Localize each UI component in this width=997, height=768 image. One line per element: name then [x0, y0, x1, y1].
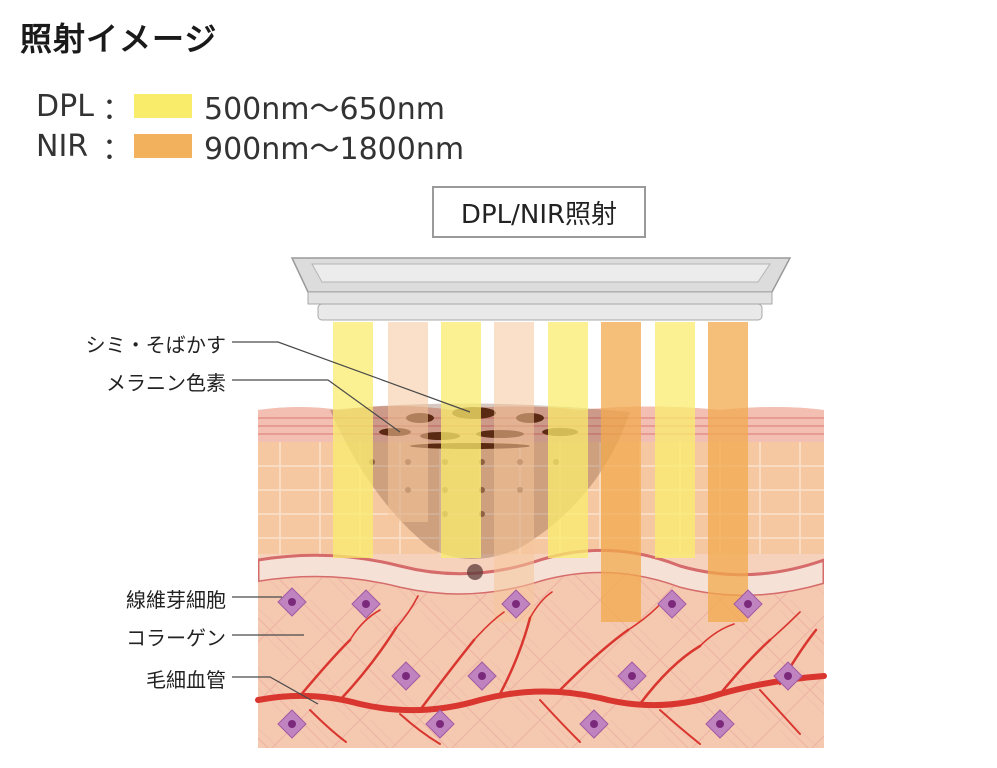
beam-dpl	[333, 322, 373, 558]
legend-swatch-dpl	[134, 94, 192, 118]
device-label: DPL/NIR照射	[432, 186, 646, 238]
beam-pale	[494, 322, 534, 622]
beam-nir	[708, 322, 748, 622]
leader-lines	[232, 341, 471, 705]
callout-spots: シミ・そばかす	[85, 333, 226, 357]
beam-pale	[388, 322, 428, 522]
callout-collagen: コラーゲン	[126, 626, 226, 650]
legend-swatch-nir	[134, 134, 192, 158]
callout-capillary: 毛細血管	[146, 668, 226, 692]
legend-range: 500nm〜650nm	[204, 92, 445, 127]
callout-melanin: メラニン色素	[106, 371, 226, 395]
callout-fibroblast: 線維芽細胞	[126, 588, 226, 612]
capillaries	[255, 591, 827, 745]
legend-colon: ：	[102, 132, 132, 167]
irradiation-device	[290, 257, 792, 321]
legend-item-dpl: DPL ： 500nm〜650nm	[36, 88, 445, 128]
legend-name: NIR	[36, 128, 89, 164]
page-title: 照射イメージ	[20, 20, 218, 58]
light-beams	[333, 322, 748, 622]
fibroblasts	[277, 587, 803, 739]
beam-dpl	[441, 322, 481, 558]
beam-dpl	[655, 322, 695, 558]
beam-dpl	[548, 322, 588, 558]
legend-name: DPL	[36, 88, 94, 124]
legend-item-nir: NIR ： 900nm〜1800nm	[36, 128, 464, 168]
beam-nir	[601, 322, 641, 622]
legend-colon: ：	[102, 92, 132, 127]
legend-range: 900nm〜1800nm	[204, 132, 465, 167]
